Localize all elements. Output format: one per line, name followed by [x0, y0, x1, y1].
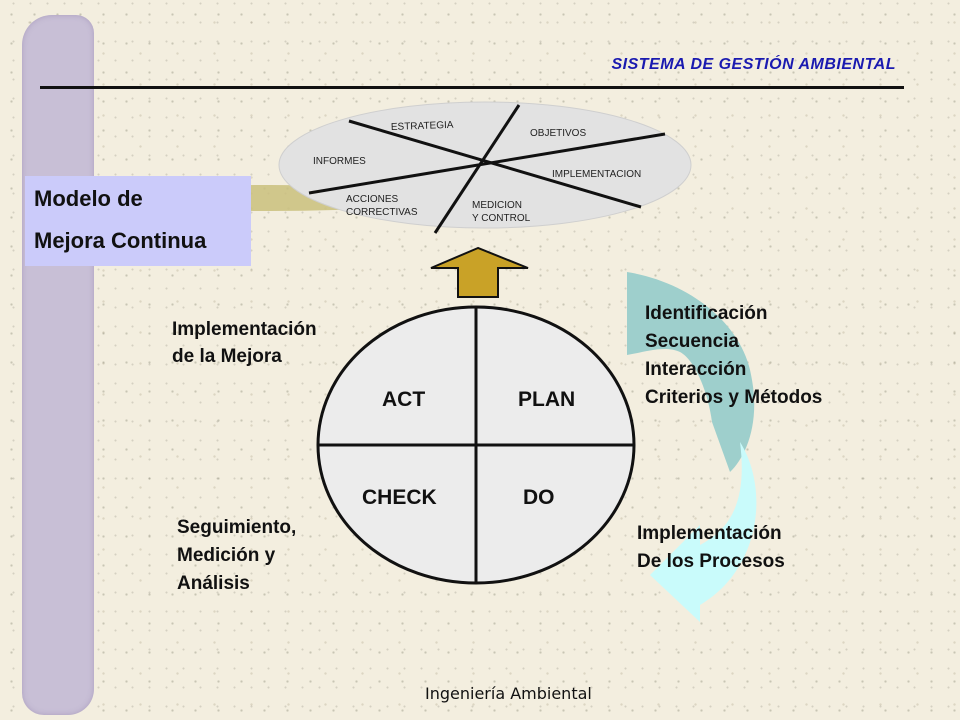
up-arrow-icon: [430, 246, 529, 298]
annotation-line: De los Procesos: [637, 551, 785, 572]
segment-estrategia: ESTRATEGIA: [391, 120, 454, 133]
strategy-oval: ESTRATEGIA OBJETIVOS INFORMES IMPLEMENTA…: [278, 101, 692, 234]
oval-divider: [348, 119, 642, 209]
annotation-line: Interacción: [645, 359, 747, 380]
annotation-plan: Identificación Secuencia Interacción Cri…: [645, 300, 822, 412]
annotation-line: Criterios y Métodos: [645, 387, 823, 408]
cyan-curved-arrow-icon: [650, 442, 757, 622]
annotation-line: Identificación: [645, 303, 768, 324]
quadrant-act: ACT: [382, 388, 425, 411]
annotation-line: de la Mejora: [172, 346, 282, 367]
model-title-line2: Mejora Continua: [34, 228, 207, 253]
header-rule: [40, 86, 904, 89]
annotation-line: Implementación: [637, 523, 782, 544]
segment-objetivos: OBJETIVOS: [530, 128, 586, 139]
annotation-check: Seguimiento, Medición y Análisis: [177, 514, 296, 598]
footer-text: Ingeniería Ambiental: [425, 684, 592, 703]
model-title-line1: Modelo de: [34, 186, 143, 211]
segment-implementacion: IMPLEMENTACION: [552, 169, 641, 180]
segment-acciones: ACCIONES: [346, 194, 399, 205]
quadrant-do: DO: [523, 486, 555, 509]
oval-divider: [433, 104, 521, 234]
segment-y-control: Y CONTROL: [472, 213, 531, 224]
page-title: SISTEMA DE GESTIÓN AMBIENTAL: [611, 56, 896, 73]
segment-correctivas: CORRECTIVAS: [346, 207, 418, 218]
annotation-do: Implementación De los Procesos: [637, 520, 785, 576]
annotation-line: Medición y: [177, 545, 276, 566]
annotation-line: Secuencia: [645, 331, 739, 352]
annotation-line: Implementación: [172, 319, 317, 340]
teal-curved-arrow-icon: [627, 272, 755, 472]
annotation-act: Implementación de la Mejora: [172, 316, 317, 370]
quadrant-check: CHECK: [362, 486, 437, 509]
segment-informes: INFORMES: [313, 156, 366, 167]
decorative-stripe: [22, 15, 94, 715]
segment-medicion: MEDICION: [472, 200, 522, 211]
oval-divider: [308, 132, 666, 195]
model-title-box: Modelo de Mejora Continua: [25, 176, 251, 266]
quadrant-plan: PLAN: [518, 388, 575, 411]
annotation-line: Seguimiento,: [177, 517, 297, 538]
annotation-line: Análisis: [177, 573, 250, 594]
pdca-circle: ACT PLAN CHECK DO: [316, 305, 636, 585]
